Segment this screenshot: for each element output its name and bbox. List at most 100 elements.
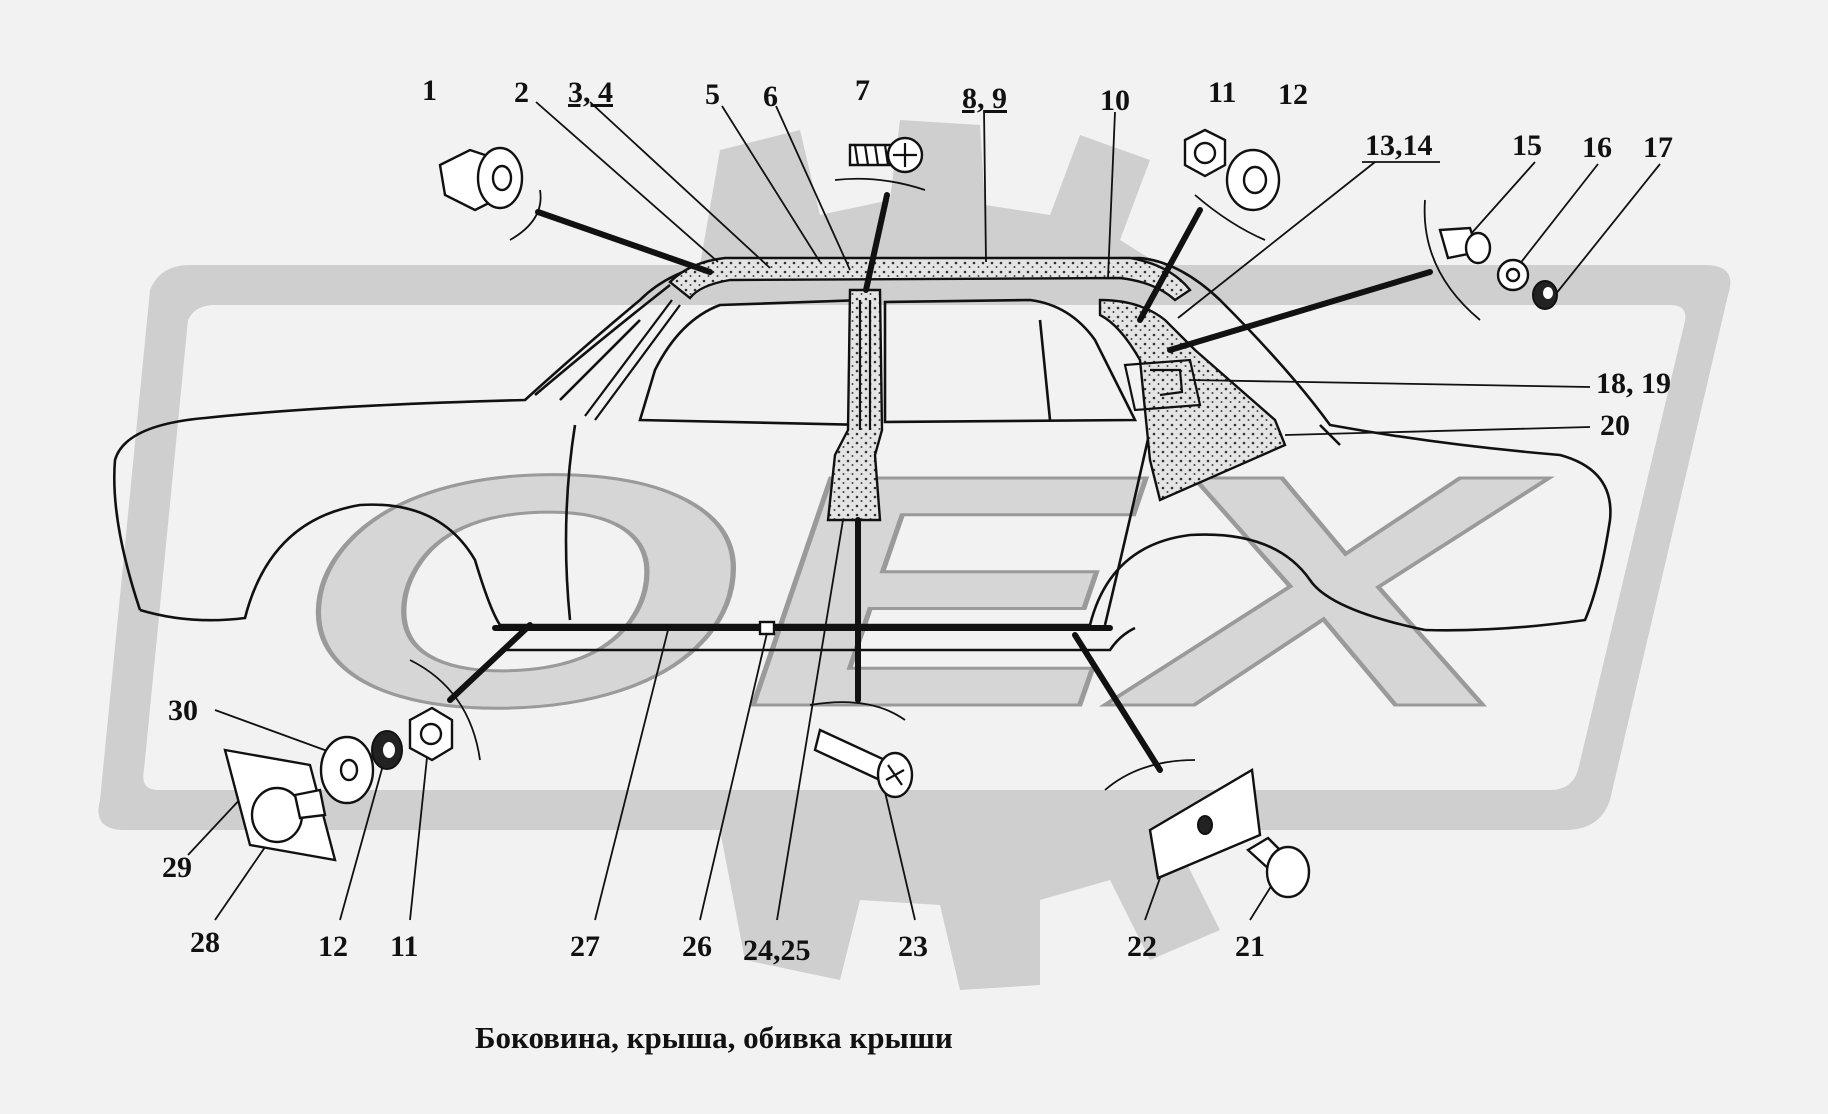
- arc-23: [809, 701, 906, 721]
- part-22-pad: [1148, 768, 1262, 880]
- arc-1: [509, 189, 542, 241]
- rear-quarter-window-outline: [1319, 424, 1341, 446]
- front-door-edge: [564, 424, 577, 621]
- leader-lines: [187, 101, 1661, 921]
- leader-20: [1284, 426, 1591, 436]
- callout-18-19: 18, 19: [1596, 367, 1671, 400]
- callout-11-top: 11: [1208, 76, 1236, 109]
- callout-8-9: 8, 9: [962, 82, 1007, 115]
- leader-11c: [409, 747, 429, 921]
- rear-door-edge: [1103, 429, 1152, 626]
- leader-5: [721, 105, 821, 263]
- leader-17: [1554, 163, 1661, 296]
- leader-7: [863, 192, 890, 293]
- part-11b-nut: [408, 706, 454, 762]
- callout-23: 23: [898, 930, 928, 963]
- leader-1: [535, 209, 713, 275]
- part-16-lockwasher: [1496, 258, 1530, 292]
- leader-11: [1137, 207, 1203, 323]
- callout-labels: 1 2 3, 4 5 6 7 8, 9 10 11 12 13,14 15 16…: [162, 74, 1673, 967]
- callout-22: 22: [1127, 930, 1157, 963]
- leader-15b: [1469, 161, 1536, 236]
- leader-18: [1189, 379, 1591, 388]
- part-1-plug: [438, 146, 524, 212]
- b-pillar-trim: [826, 288, 884, 522]
- callout-12-top: 12: [1278, 78, 1308, 111]
- callout-17: 17: [1643, 131, 1673, 164]
- callout-6: 6: [763, 80, 778, 113]
- leader-12b: [339, 757, 386, 921]
- part-arcs: [409, 177, 1481, 791]
- callout-30: 30: [168, 694, 198, 727]
- callout-13-14: 13,14: [1365, 129, 1433, 162]
- callout-5: 5: [705, 78, 720, 111]
- part-12b-lockwasher: [371, 730, 403, 770]
- callout-11-bottom: 11: [390, 930, 418, 963]
- leader-10: [1107, 111, 1116, 279]
- molding-clip-26: [758, 620, 776, 636]
- leader-27: [594, 629, 669, 921]
- part-23-screw: [813, 728, 914, 799]
- front-window: [638, 298, 872, 427]
- part-11-nut: [1183, 128, 1227, 178]
- watermark-gear-bottom: [720, 830, 1220, 990]
- callout-21: 21: [1235, 930, 1265, 963]
- leader-6: [775, 105, 851, 271]
- callout-24-25: 24,25: [743, 934, 811, 967]
- leader-3: [589, 101, 771, 269]
- windshield-pillar: [534, 283, 671, 401]
- callout-28: 28: [190, 926, 220, 959]
- part-12-washer: [1225, 148, 1281, 212]
- part-28-button: [250, 786, 327, 844]
- watermark-text: OEX: [290, 406, 1550, 775]
- watermark-gear-top: [700, 120, 1160, 265]
- leader-2: [535, 101, 719, 263]
- part-7-screw: [848, 136, 924, 174]
- leader-15: [1167, 269, 1433, 353]
- callout-20: 20: [1600, 409, 1630, 442]
- part-17-clip: [1532, 280, 1558, 310]
- leader-11b: [447, 622, 533, 703]
- arc-11b: [409, 659, 481, 761]
- rear-wheel-arch: [1088, 533, 1426, 632]
- part-30-washer: [319, 735, 375, 805]
- watermark: OEX: [98, 120, 1731, 990]
- leader-30: [214, 709, 331, 753]
- callout-3-4: 3, 4: [568, 76, 613, 109]
- callout-10: 10: [1100, 84, 1130, 117]
- callout-15: 15: [1512, 129, 1542, 162]
- callout-1: 1: [422, 74, 437, 107]
- leader-24: [776, 519, 844, 921]
- diagram-caption: Боковина, крыша, обивка крыши: [475, 1020, 953, 1055]
- callout-12-bottom: 12: [318, 930, 348, 963]
- part-15-bolt: [1438, 226, 1492, 265]
- arc-7: [834, 177, 926, 191]
- front-seal-strip: [584, 299, 681, 421]
- arc-22: [1104, 759, 1196, 791]
- leader-26: [699, 632, 768, 921]
- callout-2: 2: [514, 76, 529, 109]
- leader-22: [1072, 632, 1163, 773]
- front-wheel-arch: [139, 503, 502, 626]
- callout-7: 7: [855, 74, 870, 107]
- leader-16: [1514, 163, 1599, 271]
- bracket-18: [1150, 368, 1184, 397]
- roof-headliner: [584, 256, 1287, 522]
- b-pillar-seal: [858, 300, 872, 430]
- callout-26: 26: [682, 930, 712, 963]
- arc-11: [1194, 194, 1266, 241]
- leader-23b: [884, 791, 916, 921]
- leader-29: [187, 794, 245, 856]
- callout-16: 16: [1582, 131, 1612, 164]
- leader-13: [1177, 161, 1376, 319]
- c-pillar-plate: [1123, 358, 1202, 412]
- callout-27: 27: [570, 930, 600, 963]
- window-frame-inner: [1038, 319, 1052, 421]
- part-21-clip: [1245, 836, 1311, 899]
- rear-window: [883, 298, 1138, 424]
- roof-rail-trim: [668, 256, 1192, 302]
- arc-15: [1423, 199, 1481, 321]
- leader-8: [983, 109, 987, 263]
